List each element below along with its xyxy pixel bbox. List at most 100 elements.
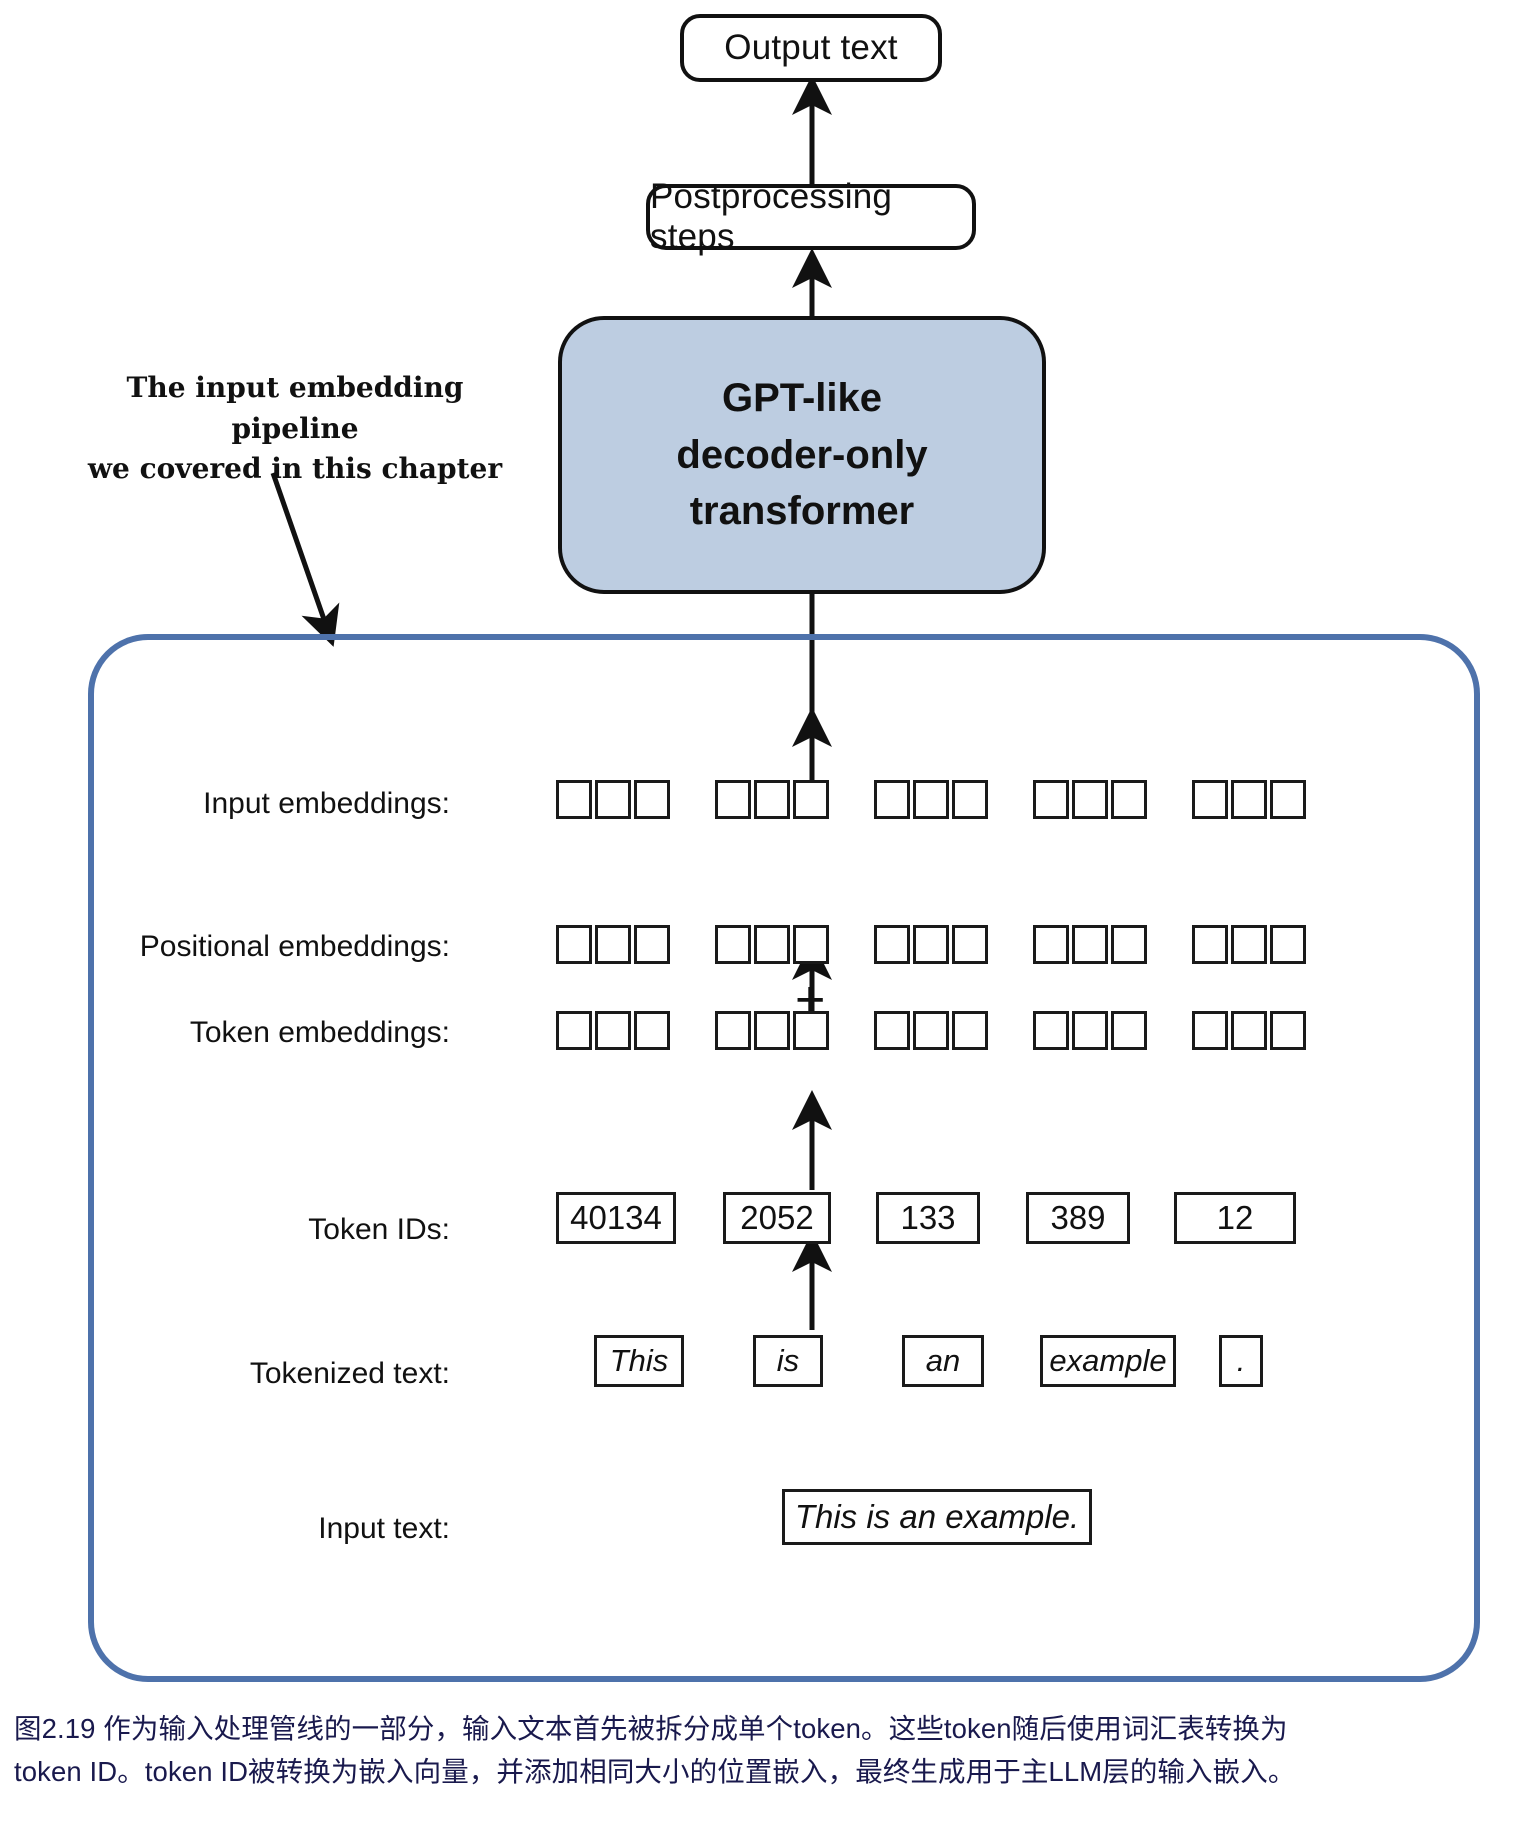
- input-text-box: This is an example.: [782, 1489, 1092, 1545]
- embedding-cell: [1231, 1011, 1267, 1050]
- embedding-cell: [634, 1011, 670, 1050]
- embedding-cell: [793, 780, 829, 819]
- positional-embedding-group: [1192, 925, 1306, 964]
- embedding-cell: [952, 1011, 988, 1050]
- embedding-cell: [952, 780, 988, 819]
- input-embedding-pipeline-container: [88, 634, 1480, 1682]
- arrow-annotation-pointer: [270, 472, 340, 647]
- token-embedding-group: [715, 1011, 829, 1050]
- embedding-cell: [1270, 1011, 1306, 1050]
- token-id-box: 2052: [723, 1192, 831, 1244]
- positional-embedding-group: [556, 925, 670, 964]
- embedding-cell: [913, 1011, 949, 1050]
- embedding-cell: [1111, 1011, 1147, 1050]
- embedding-cell: [1192, 925, 1228, 964]
- token-id-box: 12: [1174, 1192, 1296, 1244]
- embedding-cell: [1192, 1011, 1228, 1050]
- row-label-input-text: Input text:: [318, 1512, 450, 1545]
- embedding-cell: [754, 1011, 790, 1050]
- embedding-cell: [1033, 1011, 1069, 1050]
- embedding-cell: [874, 925, 910, 964]
- embedding-cell: [556, 780, 592, 819]
- token-embedding-group: [874, 1011, 988, 1050]
- token-value: This: [609, 1343, 669, 1378]
- token-box: an: [902, 1335, 984, 1387]
- postprocessing-label: Postprocessing steps: [650, 177, 893, 256]
- positional-embedding-group: [715, 925, 829, 964]
- embedding-cell: [1231, 925, 1267, 964]
- token-id-value: 133: [900, 1199, 956, 1236]
- embedding-cell: [1270, 925, 1306, 964]
- embedding-cell: [913, 780, 949, 819]
- token-box: is: [753, 1335, 823, 1387]
- postprocessing-box: Postprocessing steps: [646, 177, 976, 256]
- input-embedding-group: [556, 780, 670, 819]
- embedding-cell: [1033, 780, 1069, 819]
- embedding-cell: [754, 780, 790, 819]
- output-text-label: Output text: [724, 28, 898, 67]
- embedding-cell: [634, 925, 670, 964]
- positional-embedding-group: [874, 925, 988, 964]
- token-box: This: [594, 1335, 684, 1387]
- token-value: is: [776, 1343, 800, 1378]
- input-embedding-group: [1033, 780, 1147, 819]
- input-embedding-group: [874, 780, 988, 819]
- row-label-tokenized-text: Tokenized text:: [249, 1357, 450, 1390]
- row-label-input-embeddings: Input embeddings:: [203, 787, 450, 820]
- input-text-value: This is an example.: [794, 1498, 1080, 1535]
- pipeline-annotation: The input embedding pipeline we covered …: [87, 371, 503, 486]
- embedding-cell: [715, 1011, 751, 1050]
- row-label-positional-embeddings: Positional embeddings:: [139, 930, 450, 963]
- input-embedding-group: [1192, 780, 1306, 819]
- token-id-value: 389: [1050, 1199, 1106, 1236]
- row-label-token-embeddings: Token embeddings:: [189, 1016, 450, 1049]
- token-id-box: 389: [1026, 1192, 1130, 1244]
- caption-line-1: 图2.19 作为输入处理管线的一部分，输入文本首先被拆分成单个token。这些t…: [14, 1713, 1288, 1744]
- token-id-box: 40134: [556, 1192, 676, 1244]
- embedding-cell: [595, 780, 631, 819]
- embedding-cell: [595, 925, 631, 964]
- embedding-cell: [634, 780, 670, 819]
- embedding-cell: [1111, 780, 1147, 819]
- embedding-cell: [1270, 780, 1306, 819]
- embedding-cell: [1231, 780, 1267, 819]
- token-id-box: 133: [876, 1192, 980, 1244]
- token-embedding-group: [556, 1011, 670, 1050]
- token-box: example: [1040, 1335, 1176, 1387]
- embedding-cell: [556, 1011, 592, 1050]
- embedding-cell: [913, 925, 949, 964]
- caption-line-2: token ID。token ID被转换为嵌入向量，并添加相同大小的位置嵌入，最…: [14, 1755, 1296, 1787]
- embedding-cell: [793, 1011, 829, 1050]
- embedding-cell: [1072, 925, 1108, 964]
- embedding-cell: [1033, 925, 1069, 964]
- token-id-value: 2052: [740, 1199, 814, 1236]
- embedding-cell: [1111, 925, 1147, 964]
- embedding-cell: [1072, 780, 1108, 819]
- input-embedding-group: [715, 780, 829, 819]
- embedding-cell: [793, 925, 829, 964]
- embedding-cell: [874, 1011, 910, 1050]
- gpt-decoder-label: GPT-like decoder-only transformer: [676, 375, 928, 534]
- row-label-token-ids: Token IDs:: [308, 1213, 450, 1246]
- embedding-cell: [1192, 780, 1228, 819]
- token-value: an: [925, 1343, 961, 1378]
- token-value: .: [1236, 1343, 1246, 1378]
- embedding-cell: [874, 780, 910, 819]
- token-id-value: 12: [1216, 1199, 1254, 1236]
- embedding-cell: [1072, 1011, 1108, 1050]
- embedding-cell: [715, 925, 751, 964]
- token-embedding-group: [1033, 1011, 1147, 1050]
- token-value: example: [1049, 1343, 1167, 1378]
- token-box: .: [1219, 1335, 1263, 1387]
- embedding-cell: [715, 780, 751, 819]
- token-id-value: 40134: [570, 1199, 662, 1236]
- embedding-cell: [754, 925, 790, 964]
- positional-embedding-group: [1033, 925, 1147, 964]
- embedding-cell: [556, 925, 592, 964]
- figure-caption: 图2.19 作为输入处理管线的一部分，输入文本首先被拆分成单个token。这些t…: [14, 1708, 1504, 1793]
- token-embedding-group: [1192, 1011, 1306, 1050]
- output-text-box: Output text: [680, 14, 942, 82]
- gpt-decoder-box: GPT-like decoder-only transformer: [558, 316, 1046, 594]
- embedding-cell: [595, 1011, 631, 1050]
